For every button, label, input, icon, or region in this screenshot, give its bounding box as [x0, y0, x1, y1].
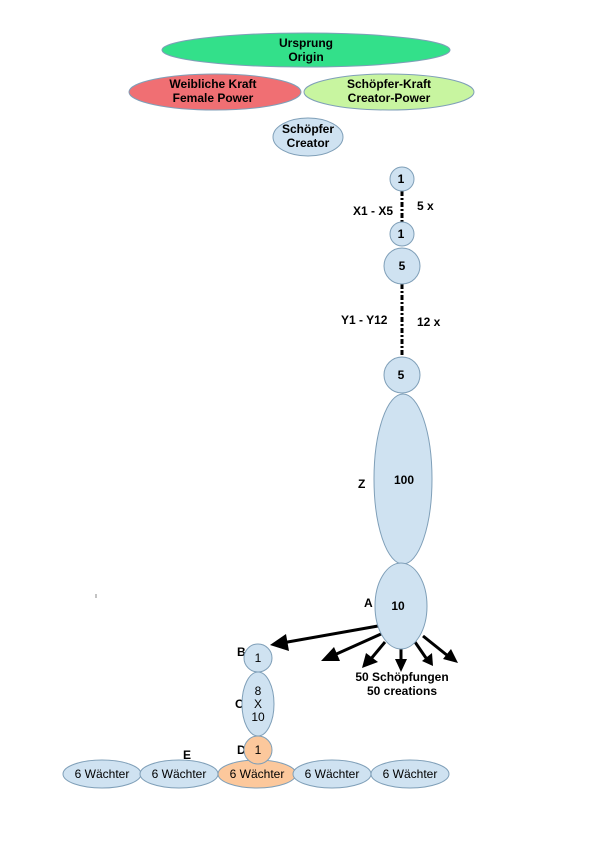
arrow-right [422, 634, 449, 658]
creation-arrows [270, 624, 458, 672]
arrow-left-mid-head [321, 647, 340, 661]
branch-node-d-circle [243, 735, 273, 765]
guardian-node-2-label: 6 Wächter [152, 767, 207, 781]
y-count-label: 12 x [417, 315, 441, 329]
guardian-node-5: 6 Wächter [370, 759, 450, 789]
arrow-left-short [368, 641, 387, 661]
chain-node-5-top-value: 5 [399, 259, 406, 273]
female-power-node: Weibliche Kraft Female Power [128, 73, 302, 111]
female-power-label-de: Weibliche Kraft [169, 77, 256, 91]
branch-node-d-value: 1 [255, 743, 262, 757]
chain-node-5-bottom-value: 5 [398, 368, 405, 382]
origin-ellipse [161, 32, 451, 68]
guardian-node-4-label: 6 Wächter [305, 767, 360, 781]
chain-node-1-top: 1 [389, 166, 415, 192]
guardian-node-3: 6 Wächter [217, 759, 297, 789]
guardian-node-4: 6 Wächter [292, 759, 372, 789]
chain-node-1-top-value: 1 [398, 172, 405, 186]
creator-power-ellipse [303, 73, 475, 111]
arrow-right-head [443, 649, 458, 663]
branch-node-b: 1 [243, 643, 273, 673]
chain-node-10: 10 [374, 562, 428, 650]
arrow-right-short-head [422, 653, 433, 666]
e-label: E [183, 748, 191, 762]
x-range-label: X1 - X5 [353, 204, 393, 218]
chain-node-5-bottom-circle [383, 356, 421, 394]
guardian-node-5-ellipse [370, 759, 450, 789]
z-label: Z [358, 477, 365, 491]
guardian-node-2: 6 Wächter [139, 759, 219, 789]
creator-power-label-de: Schöpfer-Kraft [347, 77, 431, 91]
branch-node-d: 1 [243, 735, 273, 765]
creator-power-node: Schöpfer-Kraft Creator-Power [303, 73, 475, 111]
chain-node-1-bottom-circle [389, 221, 415, 247]
arrow-right-short [413, 641, 428, 659]
chain-node-5-bottom: 5 [383, 356, 421, 394]
chain-node-10-value: 10 [391, 599, 405, 613]
arrow-left-mid [331, 632, 382, 658]
branch-node-c-line-1: 8 [255, 684, 262, 698]
chain-node-100: 100 [373, 393, 433, 565]
chain-node-1-bottom-value: 1 [398, 227, 405, 241]
chain-node-5-top: 5 [383, 247, 421, 285]
arrow-left-short-head [362, 653, 378, 668]
guardian-node-5-label: 6 Wächter [383, 767, 438, 781]
branch-node-b-value: 1 [255, 651, 262, 665]
chain-node-10-ellipse [374, 562, 428, 650]
creator-node: Schöpfer Creator [272, 117, 344, 157]
creator-power-label-en: Creator-Power [348, 91, 431, 105]
creations-label-en: 50 creations [367, 684, 437, 698]
creator-label-de: Schöpfer [282, 122, 334, 136]
a-label: A [364, 596, 373, 610]
y-range-label: Y1 - Y12 [341, 313, 388, 327]
chain-node-1-top-circle [389, 166, 415, 192]
b-label: B [237, 645, 246, 659]
guardian-node-3-label: 6 Wächter [230, 767, 285, 781]
creator-label-en: Creator [287, 136, 330, 150]
arrow-to-b-head [270, 634, 289, 651]
guardian-node-1: 6 Wächter [62, 759, 142, 789]
branch-node-c: 8 X 10 [241, 671, 275, 737]
creations-label-de: 50 Schöpfungen [355, 670, 448, 684]
origin-label-en: Origin [288, 50, 323, 64]
d-label: D [237, 743, 246, 757]
x-count-label: 5 x [417, 199, 434, 213]
c-label: C [235, 697, 244, 711]
chain-node-5-top-circle [383, 247, 421, 285]
chain-node-100-value: 100 [394, 473, 414, 487]
branch-node-c-line-2: X [254, 697, 262, 711]
chain-node-1-bottom: 1 [389, 221, 415, 247]
branch-node-c-line-3: 10 [251, 710, 265, 724]
origin-node: Ursprung Origin [161, 32, 451, 68]
origin-label-de: Ursprung [279, 36, 333, 50]
arrow-to-b [281, 624, 379, 645]
creator-ellipse [272, 117, 344, 157]
arrow-down-head [395, 659, 407, 672]
female-power-label-en: Female Power [173, 91, 254, 105]
female-power-ellipse [128, 73, 302, 111]
guardian-node-1-label: 6 Wächter [75, 767, 130, 781]
